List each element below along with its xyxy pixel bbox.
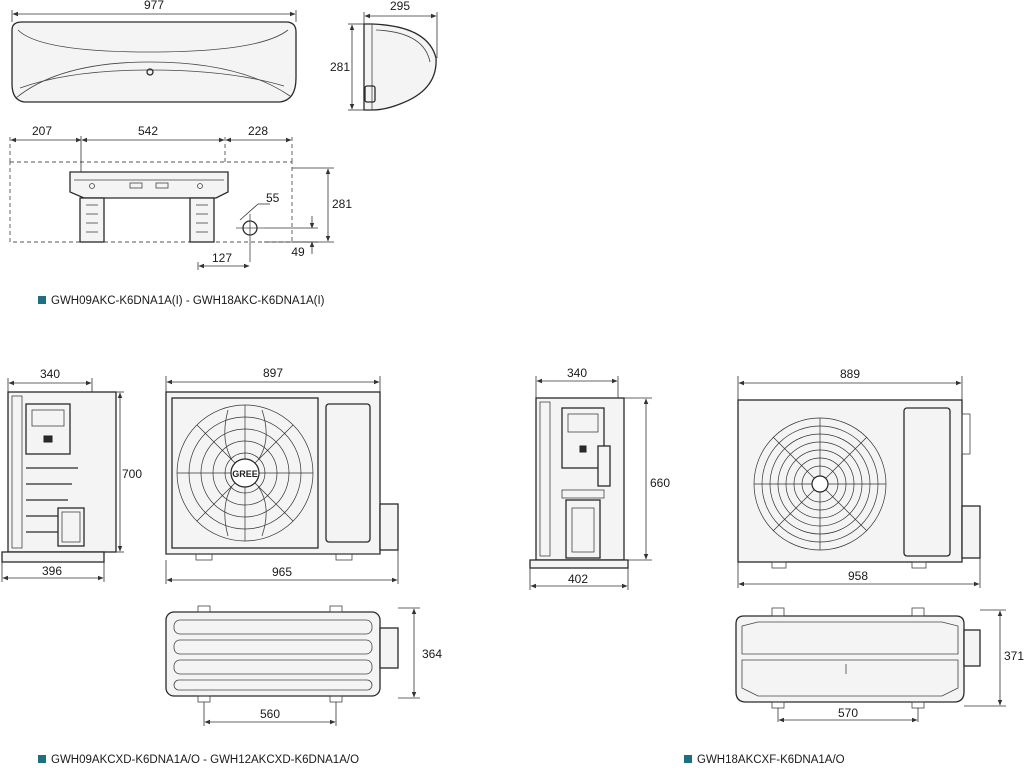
bracket-height-label: 281 bbox=[332, 197, 352, 211]
legend-square-outdoor-b bbox=[684, 755, 692, 763]
outdoor-a-front-total: 965 bbox=[272, 565, 292, 579]
outdoor-b-side-depth: 340 bbox=[567, 366, 587, 380]
indoor-depth-label: 295 bbox=[390, 0, 410, 13]
bracket-mid-label: 542 bbox=[138, 124, 158, 138]
outdoor-a-base-width: 396 bbox=[42, 564, 62, 578]
outdoor-a-top-view bbox=[165, 605, 399, 703]
legend-square-outdoor-a bbox=[38, 755, 46, 763]
mounting-plate-dimensions: 207 542 228 281 55 127 49 bbox=[10, 124, 352, 270]
outdoor-b-top-depth: 371 bbox=[1004, 649, 1024, 663]
legend-square-indoor bbox=[38, 296, 46, 304]
gree-logo: GREE bbox=[232, 469, 258, 479]
outdoor-a-top-depth: 364 bbox=[422, 647, 442, 661]
outdoor-b-front-total: 958 bbox=[848, 569, 868, 583]
indoor-front-view bbox=[11, 21, 297, 103]
outdoor-a-side-view bbox=[1, 391, 117, 563]
outdoor-b-side-view bbox=[529, 397, 629, 569]
indoor-side-view bbox=[363, 23, 437, 111]
indoor-caption: GWH09AKC-K6DNA1A(I) - GWH18AKC-K6DNA1A(I… bbox=[38, 295, 325, 307]
outdoor-a-top-feet: 560 bbox=[260, 707, 280, 721]
bracket-right-label: 228 bbox=[248, 124, 268, 138]
pipe-diameter-label: 55 bbox=[266, 191, 280, 205]
outdoor-a-model-caption: GWH09AKCXD-K6DNA1A/O - GWH12AKCXD-K6DNA1… bbox=[51, 754, 359, 766]
indoor-model-caption: GWH09AKC-K6DNA1A(I) - GWH18AKC-K6DNA1A(I… bbox=[51, 295, 325, 307]
indoor-width-label: 977 bbox=[144, 0, 164, 12]
outdoor-a-side-depth: 340 bbox=[40, 367, 60, 381]
outdoor-a-side-dimensions: 340 700 396 bbox=[1, 367, 142, 582]
outdoor-b-side-dimensions: 340 660 402 bbox=[529, 366, 670, 590]
indoor-side-dimensions: 295 281 bbox=[330, 0, 438, 111]
outdoor-a-side-height: 700 bbox=[122, 467, 142, 481]
outdoor-a-front-width: 897 bbox=[263, 366, 283, 380]
outdoor-b-caption: GWH18AKCXF-K6DNA1A/O bbox=[684, 754, 845, 766]
outdoor-b-top-dimensions: 371 570 bbox=[777, 609, 1024, 723]
indoor-width-dimension: 977 bbox=[11, 0, 297, 22]
pipe-offset-y-label: 49 bbox=[291, 245, 305, 259]
indoor-height-label: 281 bbox=[330, 60, 350, 74]
outdoor-b-model-caption: GWH18AKCXF-K6DNA1A/O bbox=[697, 754, 845, 766]
bracket-left-label: 207 bbox=[32, 124, 52, 138]
pipe-offset-x-label: 127 bbox=[212, 251, 232, 265]
outdoor-b-top-view bbox=[735, 607, 981, 709]
outdoor-b-base-width: 402 bbox=[568, 572, 588, 586]
mounting-plate-view bbox=[9, 134, 293, 262]
outdoor-a-caption: GWH09AKCXD-K6DNA1A/O - GWH12AKCXD-K6DNA1… bbox=[38, 754, 359, 766]
outdoor-b-top-feet: 570 bbox=[838, 706, 858, 720]
outdoor-b-side-height: 660 bbox=[650, 476, 670, 490]
outdoor-b-front-view bbox=[737, 399, 981, 569]
outdoor-a-top-dimensions: 364 560 bbox=[203, 607, 442, 726]
outdoor-a-front-dimensions: 897 965 bbox=[165, 366, 399, 584]
outdoor-b-front-dimensions: 889 958 bbox=[737, 367, 981, 588]
outdoor-b-front-width: 889 bbox=[840, 367, 860, 381]
outdoor-a-front-view: GREE bbox=[165, 391, 399, 561]
